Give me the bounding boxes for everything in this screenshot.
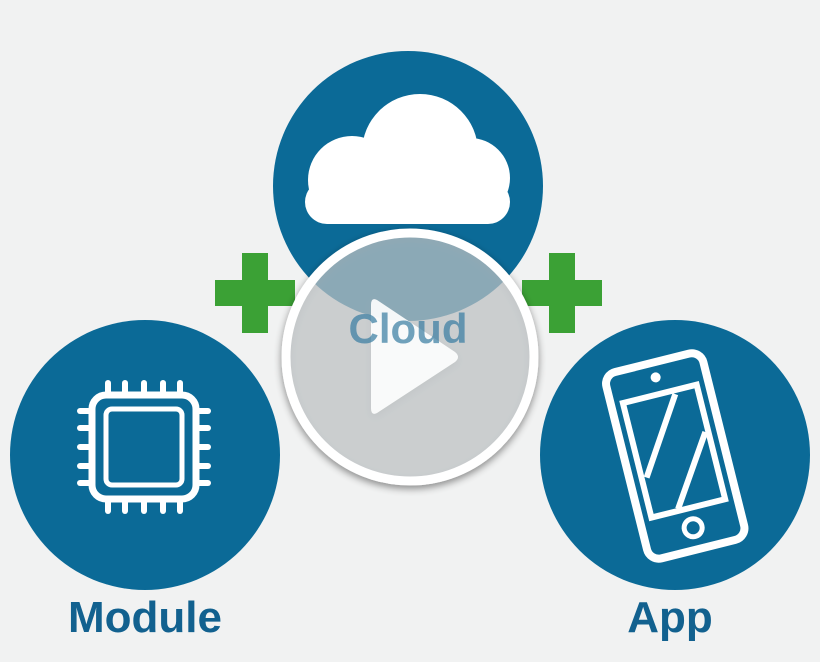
module-node [10,320,280,590]
app-node [540,320,810,590]
plus-icon [215,253,295,333]
plus-icon [522,253,602,333]
app-label: App [627,593,713,642]
module-circle [10,320,280,590]
module-label: Module [68,593,222,642]
cloud-label: Cloud [348,305,468,352]
chip-icon [77,380,211,514]
play-icon [371,299,458,414]
play-button[interactable] [281,228,539,486]
phone-icon [602,349,749,563]
cloud-icon [305,94,510,224]
